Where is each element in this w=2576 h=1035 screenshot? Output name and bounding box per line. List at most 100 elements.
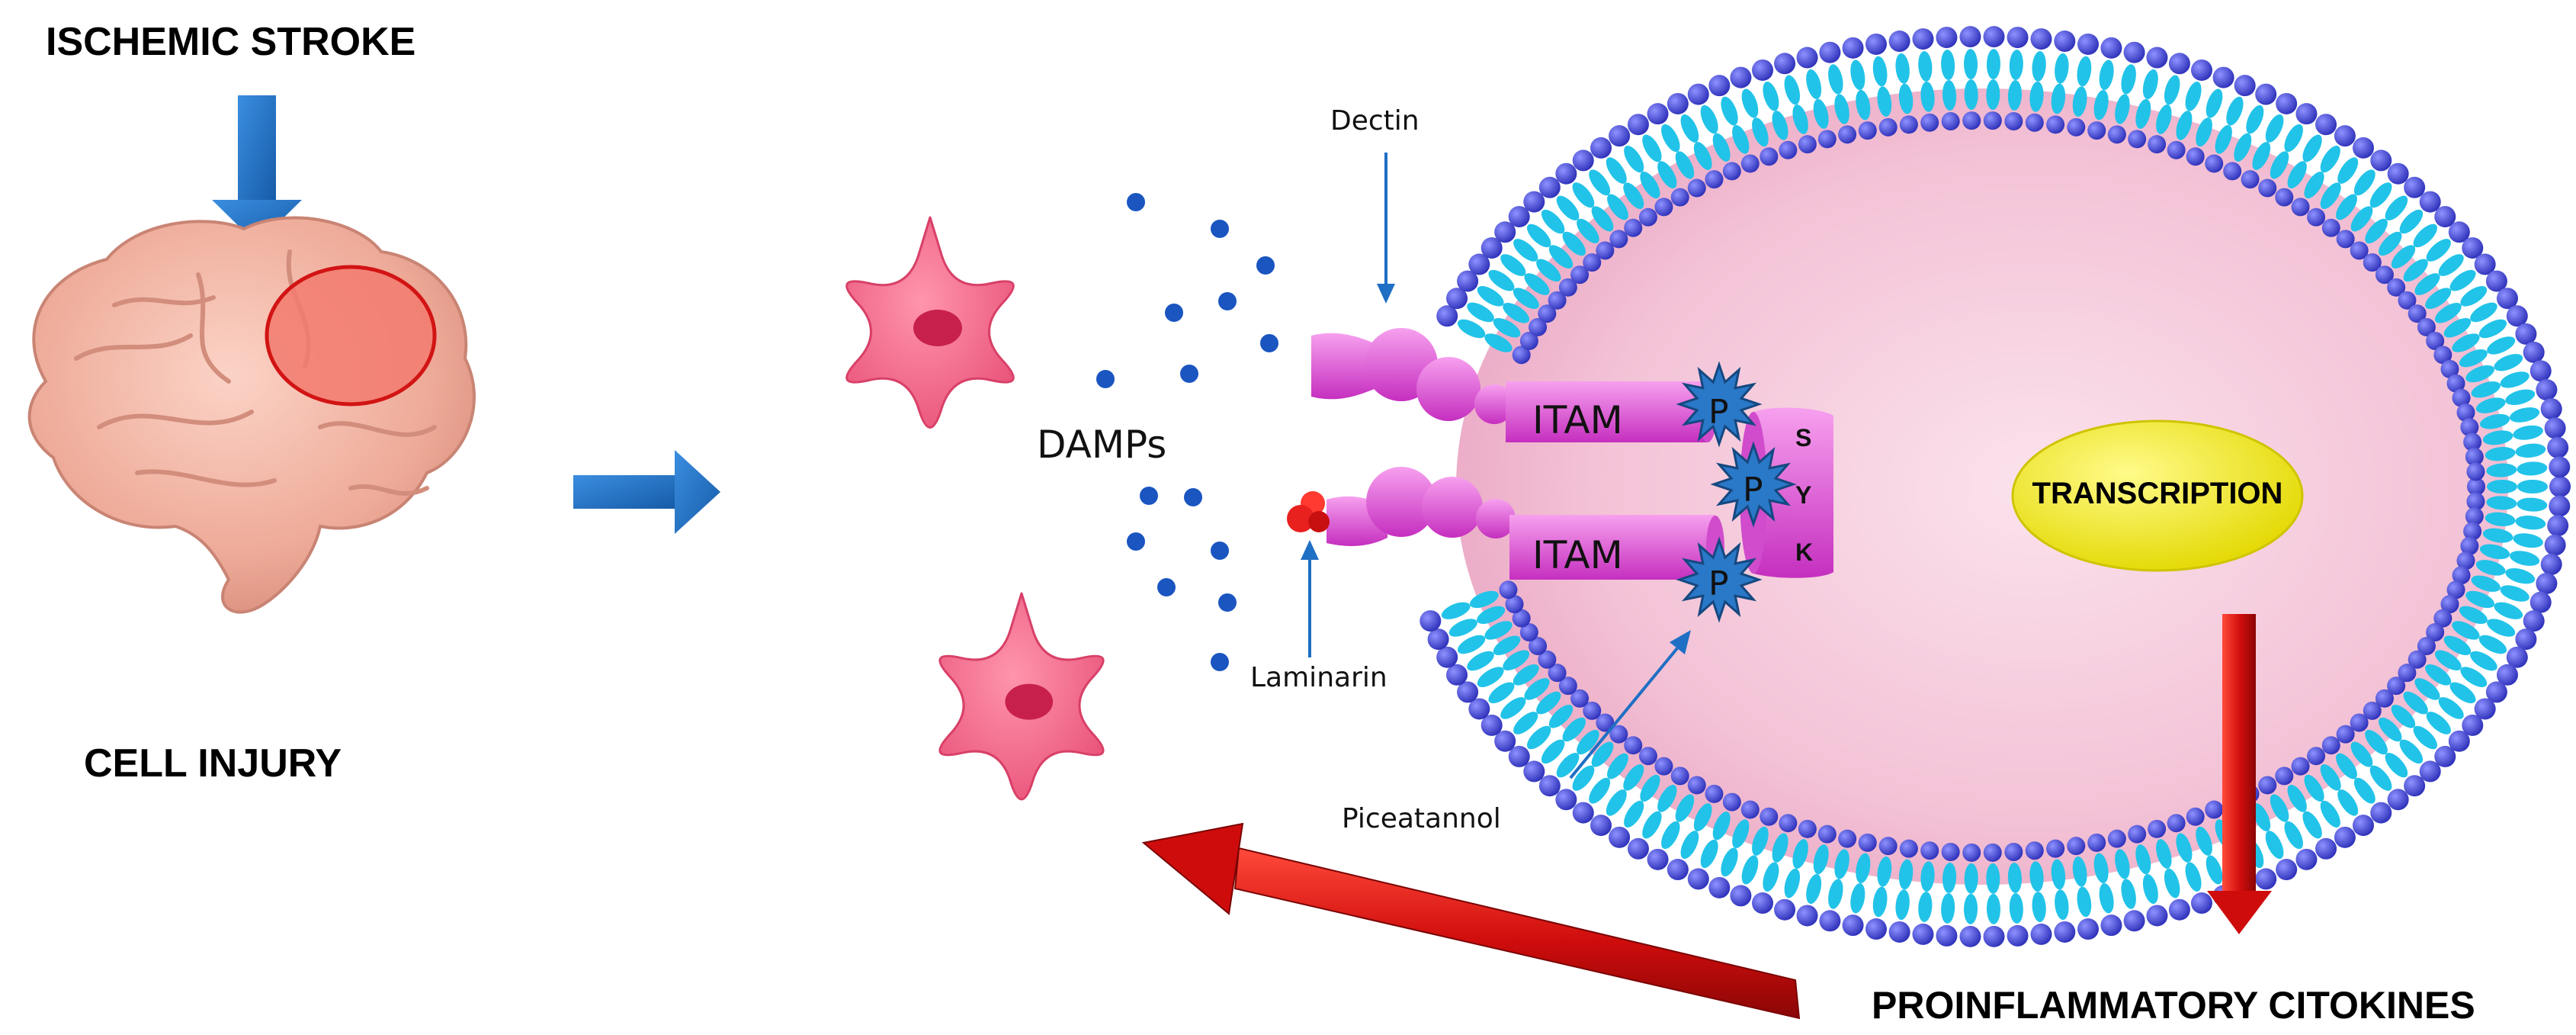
lipid-tail [2425, 664, 2452, 686]
lipid-head [1899, 115, 1918, 134]
lipid-tail [1763, 82, 1779, 111]
lipid-tail [2365, 218, 2388, 244]
lipid-head [1959, 925, 1981, 947]
lipid-head [1596, 713, 1615, 732]
lipid-tail [2007, 80, 2022, 111]
lipid-tail [1964, 79, 1978, 111]
lipid-head [2417, 317, 2436, 336]
lipid-head [1708, 75, 1731, 97]
lipid-head [2350, 713, 2369, 732]
lipid-head [2352, 137, 2374, 159]
lipid-tail [2032, 892, 2046, 922]
lipid-head [2004, 111, 2023, 130]
lipid-head [2387, 278, 2406, 297]
lipid-tail [1741, 88, 1759, 118]
lipid-tail [1675, 151, 1695, 179]
lipid-tail [2205, 88, 2223, 118]
lipid-head [2148, 819, 2167, 838]
damp-dot [1211, 220, 1229, 238]
dectin-receptor-top [1311, 328, 1717, 442]
lipid-tail [2391, 704, 2416, 728]
lipid-tail [1562, 717, 1586, 742]
lipid-tail [1562, 231, 1586, 256]
lipid-tail [2399, 739, 2424, 764]
lipid-head [1899, 839, 1918, 858]
lipid-tail [2320, 800, 2340, 828]
lipid-head [2030, 28, 2052, 50]
lipid-tail [2509, 407, 2540, 423]
lipid-tail [1700, 104, 1718, 134]
lipid-head [2462, 237, 2484, 259]
lipid-tail [1856, 853, 1871, 884]
lipid-tail [1721, 96, 1738, 126]
lipid-head [1427, 628, 1449, 651]
lipid-head [2107, 125, 2126, 144]
lipid-tail [2460, 286, 2488, 307]
lipid-head [1627, 837, 1649, 860]
lipid-tail [1477, 606, 1506, 625]
lipid-tail [1477, 286, 1504, 307]
lipid-head [1505, 595, 1524, 614]
lipid-head [1583, 701, 1602, 720]
lipid-head [2547, 436, 2569, 458]
lipid-head [2466, 462, 2485, 481]
lipid-tail [1513, 712, 1538, 734]
lipid-head [1774, 898, 1796, 921]
lipid-tail [1986, 893, 2000, 924]
lipid-head [1538, 650, 1557, 669]
lipid-head [2465, 447, 2484, 466]
lipid-tail [2142, 873, 2158, 905]
lipid-tail [2482, 528, 2513, 543]
lipid-tail [1856, 89, 1871, 121]
piceatannol-label: Piceatannol [1342, 803, 1501, 834]
lipid-head [2190, 892, 2212, 914]
lipid-tail [2494, 602, 2523, 619]
lipid-tail [2403, 259, 2428, 282]
lipid-head [1740, 800, 1760, 819]
lipid-tail [2385, 752, 2408, 778]
microglia-cell-icon [845, 216, 1015, 429]
lipid-tail [1657, 784, 1677, 812]
lipid-head [2540, 553, 2562, 575]
lipid-head [2460, 536, 2479, 555]
lipid-head [2100, 37, 2122, 59]
lipid-tail [1536, 259, 1561, 282]
lipid-head [2434, 206, 2456, 228]
lipid-head [1468, 698, 1490, 720]
lipid-head [2186, 147, 2205, 166]
lipid-tail [2099, 59, 2114, 91]
lipid-tail [1700, 839, 1718, 869]
lipid-head [1494, 730, 1516, 752]
lipid-tail [2385, 195, 2408, 221]
lipid-tail [1503, 650, 1530, 671]
lipid-head [1838, 829, 1857, 848]
lipid-tail [2434, 302, 2462, 323]
lipid-head [2448, 730, 2470, 752]
lipid-tail [1526, 725, 1551, 750]
lipid-tail [2185, 82, 2202, 111]
lipid-tail [1524, 273, 1550, 295]
lipid-tail [2475, 397, 2506, 413]
lipid-head [1888, 31, 1910, 53]
lipid-head [2408, 650, 2427, 669]
lipid-tail [2226, 96, 2244, 126]
lipid-tail [2515, 443, 2546, 458]
lipid-head [2167, 814, 2186, 833]
damp-dot [1140, 487, 1158, 505]
lipid-head [2452, 566, 2471, 585]
lipid-tail [1680, 114, 1699, 143]
lipid-tail [2487, 336, 2516, 355]
lipid-head [2515, 323, 2537, 345]
lipid-tail [2234, 133, 2252, 162]
lipid-tail [1693, 803, 1712, 831]
lipid-tail [1607, 194, 1628, 220]
lipid-head [1457, 681, 1479, 703]
lipid-tail [2438, 697, 2464, 719]
lipid-head [2087, 121, 2106, 140]
lipid-tail [1572, 182, 1595, 208]
phosphate-label-1: P [1708, 393, 1729, 432]
lipid-head [2387, 789, 2409, 811]
lipid-head [2549, 456, 2571, 478]
lipid-head [1596, 241, 1615, 260]
lipid-head [2529, 591, 2552, 613]
